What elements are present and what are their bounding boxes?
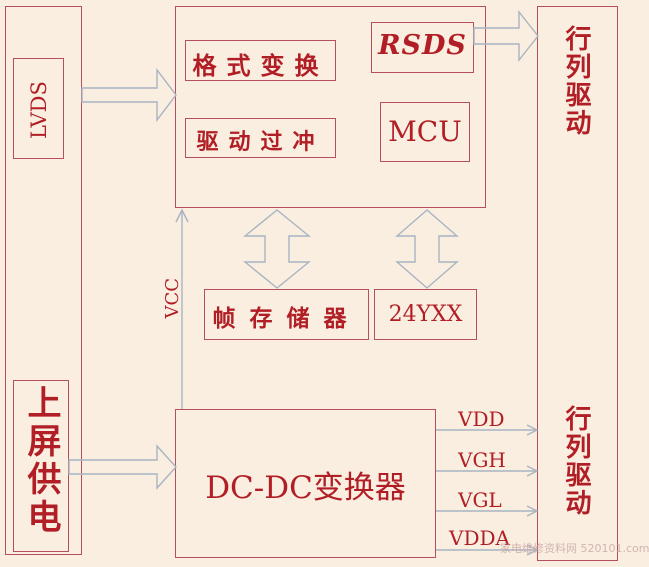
power-label: 上屏供电 bbox=[21, 385, 61, 537]
lvds-to-processor-arrow bbox=[81, 67, 177, 123]
format-convert-block bbox=[185, 40, 336, 81]
eeprom-label: 24YXX bbox=[388, 302, 463, 327]
rsds-block bbox=[371, 22, 474, 73]
frame-memory-block bbox=[204, 289, 369, 340]
eeprom-block bbox=[374, 289, 477, 340]
left-panel bbox=[5, 6, 82, 555]
vdd-arrowhead bbox=[526, 424, 539, 436]
row-col-drive-top-label: 行列驱动 bbox=[561, 25, 591, 137]
processor-framememory-double-arrow bbox=[243, 209, 311, 289]
vgl-label: VGL bbox=[458, 488, 502, 512]
power-to-dcdc-arrow bbox=[68, 444, 177, 490]
drive-buffer-label: 驱动过冲 bbox=[196, 129, 325, 155]
vdda-arrowhead bbox=[526, 544, 539, 556]
vdd-label: VDD bbox=[458, 407, 505, 431]
vgh-arrowhead bbox=[526, 465, 539, 477]
rsds-to-driver-arrow bbox=[473, 9, 539, 63]
mcu-label: MCU bbox=[388, 115, 462, 148]
connections-layer bbox=[68, 9, 539, 556]
dcdc-label: DC-DC变换器 bbox=[205, 470, 406, 506]
row-column-driver-panel bbox=[537, 6, 618, 561]
watermark: 家电维修资料网 520101.com bbox=[500, 542, 649, 555]
row-col-drive-bottom-label: 行列驱动 bbox=[561, 405, 591, 517]
vgh-label: VGH bbox=[458, 448, 506, 472]
processor-eeprom-double-arrow bbox=[395, 209, 459, 289]
lvds-block bbox=[13, 58, 64, 159]
mcu-block bbox=[380, 102, 470, 162]
processor-block bbox=[175, 6, 486, 208]
rsds-label: RSDS bbox=[378, 30, 467, 61]
vgl-arrowhead bbox=[526, 505, 539, 517]
drive-buffer-block bbox=[185, 118, 336, 158]
dcdc-block bbox=[175, 409, 436, 558]
vdda-label: VDDA bbox=[449, 526, 510, 550]
frame-memory-label: 帧存储器 bbox=[212, 305, 361, 332]
format-convert-label: 格式变换 bbox=[192, 51, 329, 80]
vcc-arrowhead bbox=[175, 208, 189, 223]
